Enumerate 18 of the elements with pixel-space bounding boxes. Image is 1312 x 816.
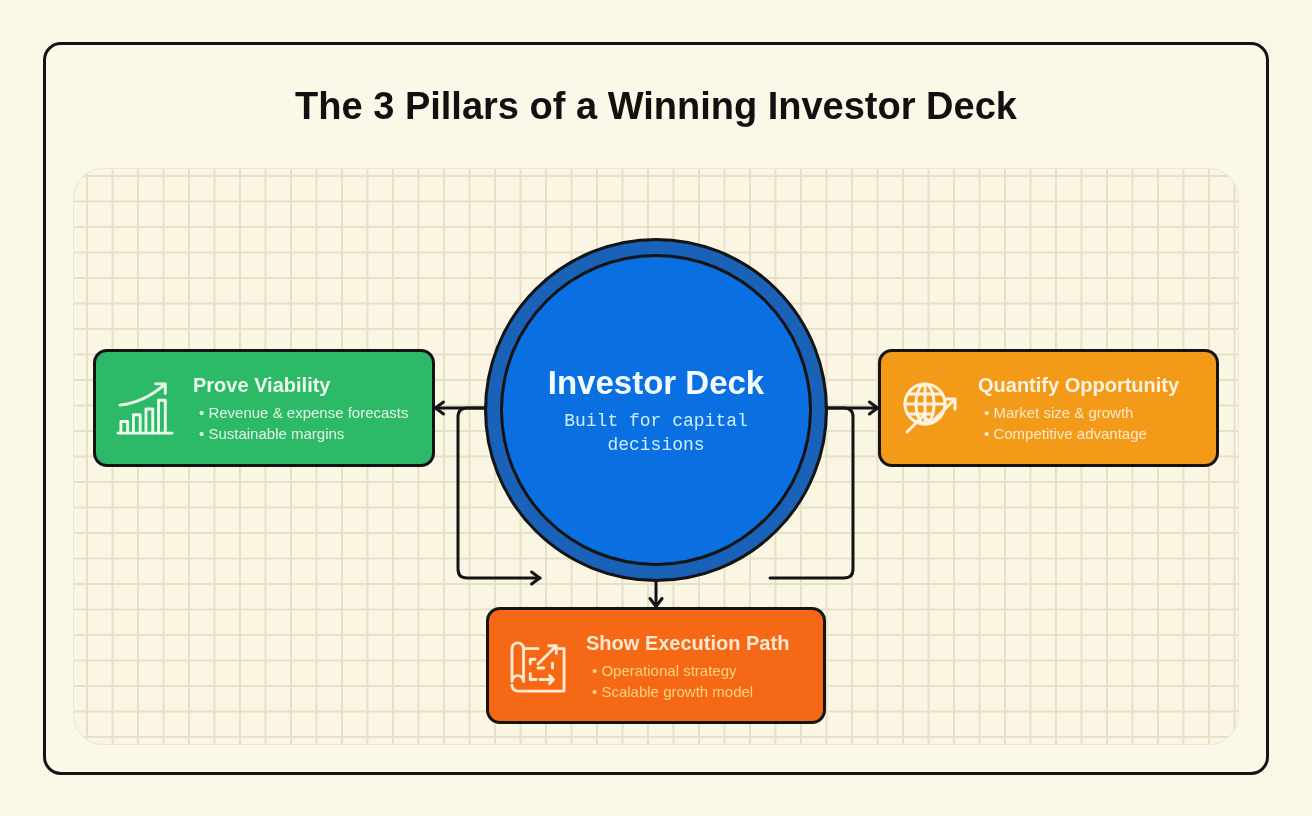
- bullet-item: • Competitive advantage: [984, 424, 1147, 444]
- circle-title: Investor Deck: [547, 363, 765, 403]
- card-title: Show Execution Path: [586, 630, 790, 656]
- bullet-item: • Operational strategy: [592, 660, 737, 681]
- arrow: [456, 406, 542, 586]
- circle-subtitle: Built for capital decisions: [563, 410, 749, 457]
- pillar-card: [93, 349, 435, 467]
- bullet-item: • Scalable growth model: [592, 681, 754, 702]
- bullet-item: • Revenue & expense forecasts: [199, 403, 409, 423]
- bullet-item: • Sustainable margins: [199, 424, 345, 444]
- card-title: Quantify Opportunity: [978, 373, 1180, 398]
- pillar-card: [878, 349, 1219, 467]
- diagram-title: The 3 Pillars of a Winning Investor Deck: [294, 84, 1018, 129]
- connector-line: [768, 406, 855, 580]
- bullet-item: • Market size & growth: [984, 403, 1134, 423]
- card-title: Prove Viability: [193, 373, 332, 398]
- pillar-card: [486, 607, 826, 724]
- arrow: [648, 580, 664, 609]
